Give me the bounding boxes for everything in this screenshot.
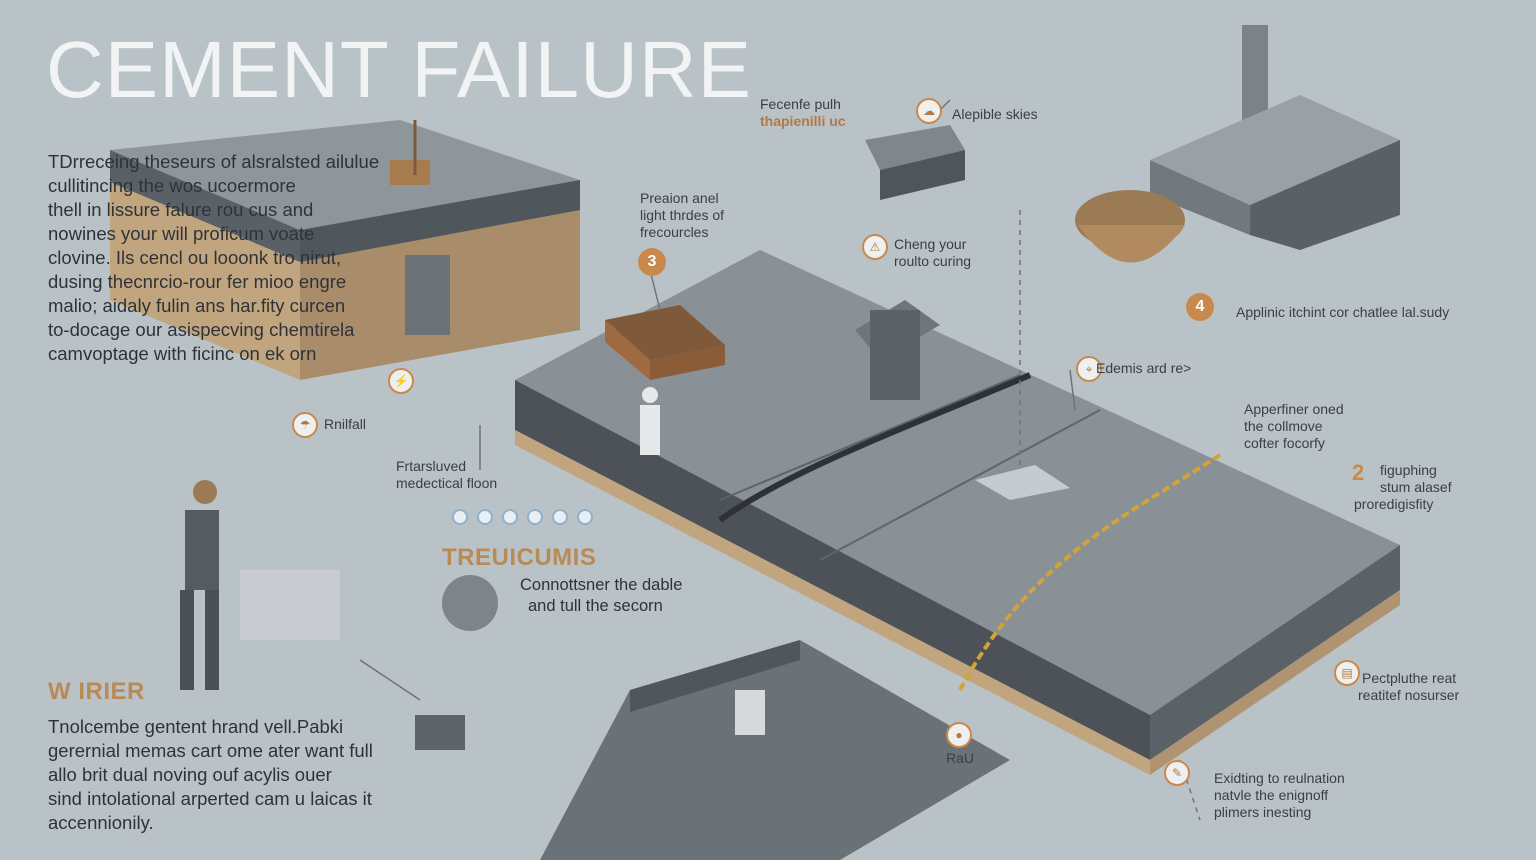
fractured-line: medectical floon: [396, 475, 498, 491]
wirier-heading: W IRIER: [48, 678, 145, 705]
bottom-slab: [540, 640, 1010, 860]
connector-lines: [359, 99, 1201, 821]
fig-line: stum alasef: [1380, 479, 1452, 495]
bottom-line: allo brit dual noving ouf acylis ouer: [48, 764, 332, 785]
fig-line: proredigisfity: [1354, 496, 1434, 512]
intro-line: camvoptage with ficinc on ek orn: [48, 343, 317, 364]
factory: [1075, 25, 1400, 263]
main-slab: [515, 250, 1400, 775]
alepible-label: Alepible skies: [952, 106, 1038, 122]
top-line: Fecenfe pulh: [760, 96, 841, 112]
precision-label: Preaion anel light thrdes of frecourcles: [640, 190, 724, 241]
bottom-line: gerernial memas cart ome ater want full: [48, 740, 373, 761]
sky-icon: ☁: [916, 98, 942, 124]
conn-line: Connottsner the dable: [520, 576, 683, 594]
conn-line: and tull the secorn: [528, 597, 663, 615]
bottom-line: sind intolational arperted cam u laicas …: [48, 788, 372, 809]
rainfall-label: Rnilfall: [324, 416, 367, 432]
bottom-line: accennionily.: [48, 812, 154, 833]
exid-label: Exidting to reulnation natvle the enigno…: [1214, 770, 1345, 821]
tool-icon: ✎: [1164, 760, 1190, 786]
document-icon: ▤: [1334, 660, 1360, 686]
apper-line: Apperfiner oned: [1244, 401, 1344, 417]
raa-label: RaU: [946, 750, 975, 766]
cheng-line: roulto curing: [894, 253, 972, 269]
fractured-label: Frtarsluved medectical floon: [396, 458, 497, 492]
apper-label: Apperfiner oned the collmove cofter foco…: [1244, 401, 1344, 452]
exid-line: natvle the enignoff: [1214, 787, 1329, 803]
intro-line: nowines your will proficum voate: [48, 223, 315, 244]
bottom-paragraph: Tnolcembe gentent hrand vell.Pabki gerer…: [48, 715, 373, 835]
top-left-slab: [110, 120, 580, 380]
warning-icon: ⚠: [862, 234, 888, 260]
apper-line: cofter focorfy: [1244, 435, 1325, 451]
cheng-line: Cheng your: [894, 236, 967, 252]
top-label: Fecenfe pulh thapienilli uc: [760, 96, 846, 130]
exid-line: Exidting to reulnation: [1214, 770, 1345, 786]
intro-line: to-docage our asispecving chemtirela: [48, 319, 355, 340]
conn-text: Connottsner the dable and tull the secor…: [520, 575, 682, 617]
crack-icon: ⚡: [388, 368, 414, 394]
precision-line: frecourcles: [640, 224, 709, 240]
top-line-highlight: thapienilli uc: [760, 113, 846, 129]
intro-line: clovine. Ils cencl ou looonk tro nirut,: [48, 247, 342, 268]
step-4-badge: 4: [1186, 293, 1214, 321]
step-2-number: 2: [1352, 460, 1365, 485]
edemis-label: Edemis ard re>: [1096, 360, 1192, 376]
intro-line: thell in lissure falure rou cus and: [48, 199, 314, 220]
pect-line: reatitef nosurser: [1358, 687, 1460, 703]
fig-label: figuphing stum alasef proredigisfity: [1354, 462, 1452, 513]
fig-line: figuphing: [1380, 462, 1437, 478]
pin-icon: ⌖: [1076, 356, 1102, 382]
intro-line: cullitincing the wos ucoermore: [48, 175, 296, 196]
exid-line: plimers inesting: [1214, 804, 1312, 820]
precision-line: light thrdes of: [640, 207, 725, 223]
applin-label: Applinic itchint cor chatlee lal.sudy: [1236, 304, 1450, 320]
location-icon: ●: [946, 722, 972, 748]
fractured-line: Frtarsluved: [396, 458, 467, 474]
page-title: CEMENT FAILURE: [46, 25, 752, 114]
intro-line: TDrreceing theseurs of alsralsted ailulu…: [48, 151, 380, 172]
pect-label: Pectpluthe reat reatitef nosurser: [1358, 670, 1459, 704]
worker-figure: [180, 387, 660, 690]
water-droplets: [452, 509, 593, 525]
precision-line: Preaion anel: [640, 190, 719, 206]
apper-line: the collmove: [1244, 418, 1323, 434]
intro-line: dusing thecnrcio-rour fer mioo engre: [48, 271, 347, 292]
cheng-label: Cheng your roulto curing: [894, 236, 971, 270]
step-3-badge: 3: [638, 248, 666, 276]
intro-paragraph: TDrreceing theseurs of alsralsted ailulu…: [48, 150, 379, 366]
bottom-line: Tnolcembe gentent hrand vell.Pabki: [48, 716, 344, 737]
small-objects: [415, 125, 965, 750]
treucumis-heading: TREUICUMIS: [442, 544, 597, 571]
rainfall-icon: ☂: [292, 412, 318, 438]
intro-line: malio; aidaly fulin ans har.fity curcen: [48, 295, 346, 316]
pect-line: Pectpluthe reat: [1362, 670, 1457, 686]
